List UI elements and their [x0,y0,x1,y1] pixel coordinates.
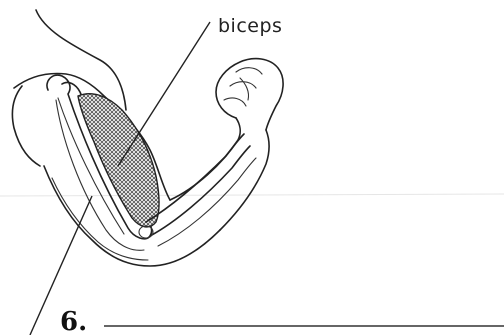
scan-fold-line [0,194,504,196]
question-number: 6. [60,307,87,335]
biceps-muscle [78,94,159,227]
biceps-pointer-line [118,22,210,166]
fist-outline [216,59,283,130]
biceps-label: biceps [218,15,282,37]
